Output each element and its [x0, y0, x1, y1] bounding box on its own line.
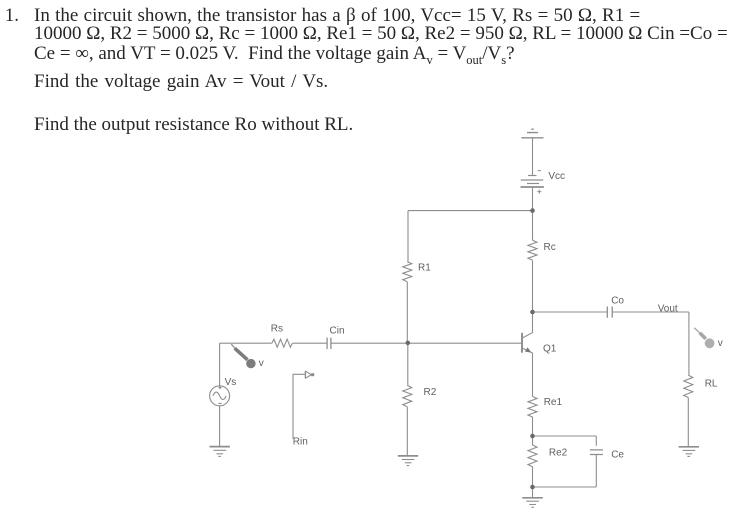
svg-text:RL: RL	[705, 379, 718, 390]
svg-text:Vout: Vout	[658, 304, 678, 315]
svg-text:Vcc: Vcc	[548, 171, 565, 182]
svg-text:v: v	[259, 358, 264, 369]
svg-text:Rs: Rs	[271, 324, 283, 335]
svg-text:R1: R1	[418, 263, 431, 274]
svg-text:Rin: Rin	[293, 437, 308, 448]
svg-text:Ce: Ce	[611, 450, 624, 461]
svg-text:Vs: Vs	[225, 377, 237, 388]
svg-text:Re1: Re1	[544, 397, 563, 408]
svg-text:Cin: Cin	[330, 326, 345, 337]
svg-text:v: v	[718, 338, 723, 349]
svg-text:Q1: Q1	[543, 344, 557, 355]
svg-text:Re2: Re2	[549, 448, 568, 459]
svg-text:Co: Co	[611, 296, 624, 307]
svg-text:R2: R2	[424, 387, 437, 398]
svg-text:Rc: Rc	[544, 242, 556, 253]
